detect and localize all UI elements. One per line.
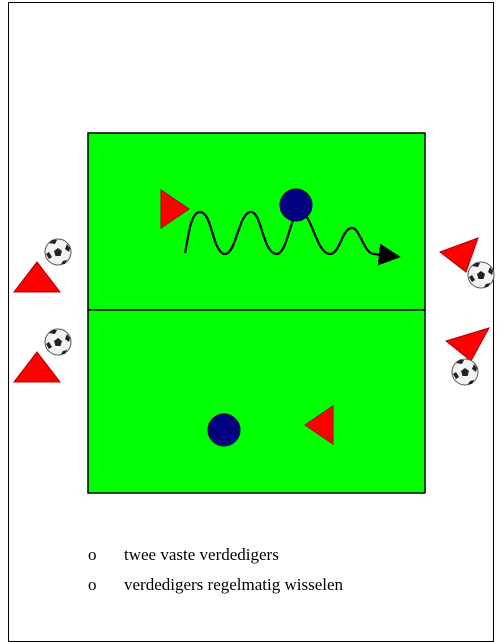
outside-right-bottom-triangle-icon: [444, 327, 491, 362]
attacker-top-triangle-icon: [160, 189, 190, 229]
note-text: twee vaste verdedigers: [124, 545, 279, 564]
outside-left-bottom-triangle-icon: [12, 351, 62, 383]
list-bullet: o: [88, 575, 97, 594]
note-text: verdedigers regelmatig wisselen: [124, 575, 344, 594]
outside-left-top-triangle-icon: [12, 261, 62, 293]
soccer-ball-icon: [467, 261, 495, 289]
soccer-ball-icon: [451, 358, 479, 386]
list-bullet: o: [88, 545, 97, 564]
field-bottom-half: [87, 309, 426, 494]
training-diagram: [12, 132, 495, 494]
defender-top-circle-icon: [279, 188, 313, 222]
list-item: o verdedigers regelmatig wisselen: [88, 570, 343, 600]
soccer-ball-icon: [44, 238, 72, 266]
soccer-ball-icon: [44, 328, 72, 356]
dribble-wavy-arrow-icon: [183, 210, 401, 266]
outside-right-top-triangle-icon: [438, 237, 479, 273]
defender-bottom-circle-icon: [207, 413, 241, 447]
notes-list: o twee vaste verdedigers o verdedigers r…: [88, 540, 343, 600]
field-top-half: [87, 132, 426, 311]
list-item: o twee vaste verdedigers: [88, 540, 343, 570]
attacker-bottom-triangle-icon: [304, 405, 334, 445]
